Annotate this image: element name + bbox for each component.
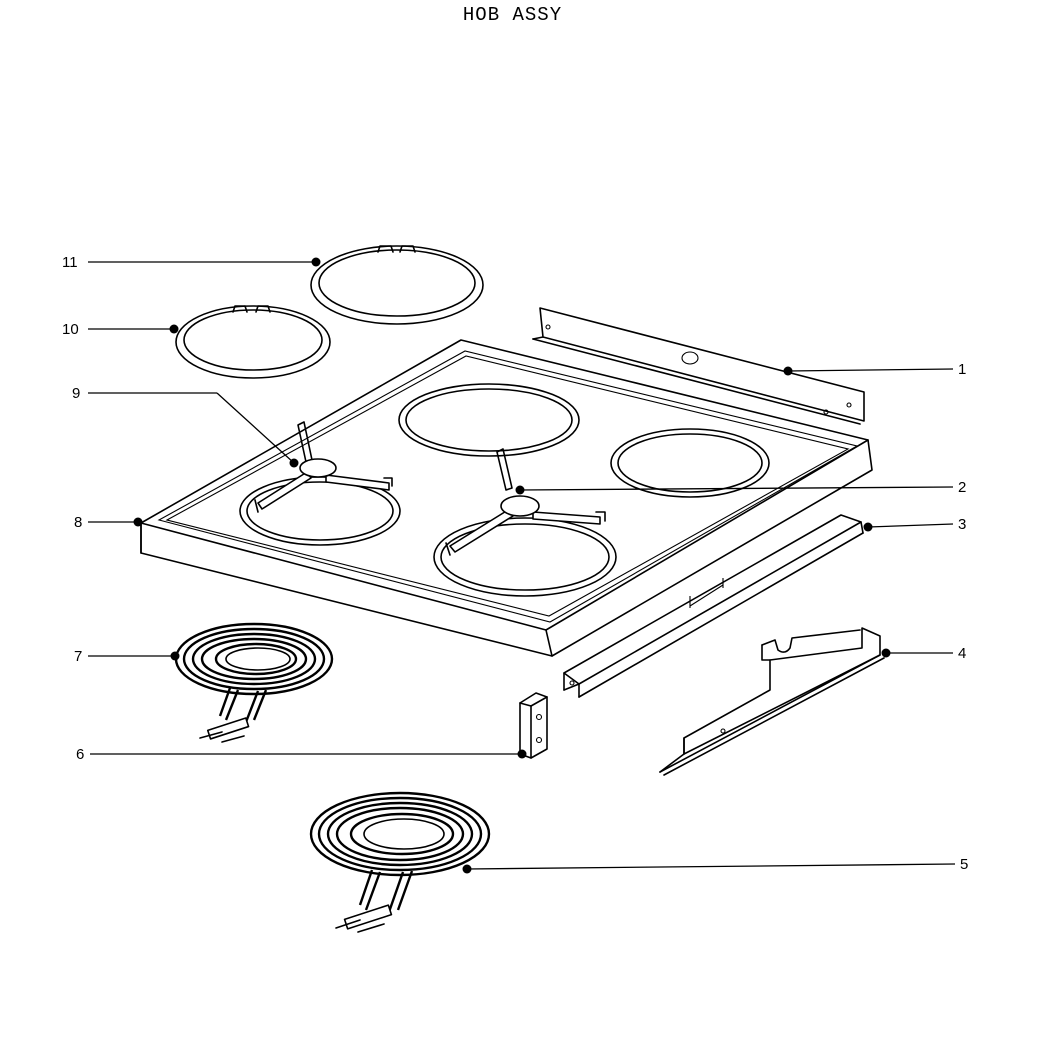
callout-10: 10 xyxy=(62,321,79,338)
diagram-title: HOB ASSY xyxy=(462,4,563,26)
callout-3: 3 xyxy=(958,516,966,533)
leader-lines xyxy=(88,257,956,874)
callout-5: 5 xyxy=(960,856,968,873)
mounting-plate xyxy=(519,692,548,759)
small-heating-element xyxy=(174,622,334,743)
callout-7: 7 xyxy=(74,648,82,665)
large-trim-ring xyxy=(310,245,484,325)
angle-bracket xyxy=(659,627,885,776)
callout-2: 2 xyxy=(958,479,966,496)
burner-support-right xyxy=(445,448,606,556)
callout-9: 9 xyxy=(72,385,80,402)
callout-6: 6 xyxy=(76,746,84,763)
callout-4: 4 xyxy=(958,645,966,662)
front-rail xyxy=(563,514,864,698)
small-trim-ring xyxy=(175,305,331,379)
callout-8: 8 xyxy=(74,514,82,531)
callout-11: 11 xyxy=(62,254,78,271)
large-heating-element xyxy=(309,791,491,933)
callout-1: 1 xyxy=(958,361,966,378)
rear-bracket xyxy=(532,307,865,425)
callout-labels: 11 10 9 8 7 6 1 2 3 4 5 xyxy=(62,254,968,873)
hob-top-panel xyxy=(140,339,873,657)
burner-support-left xyxy=(254,421,393,513)
